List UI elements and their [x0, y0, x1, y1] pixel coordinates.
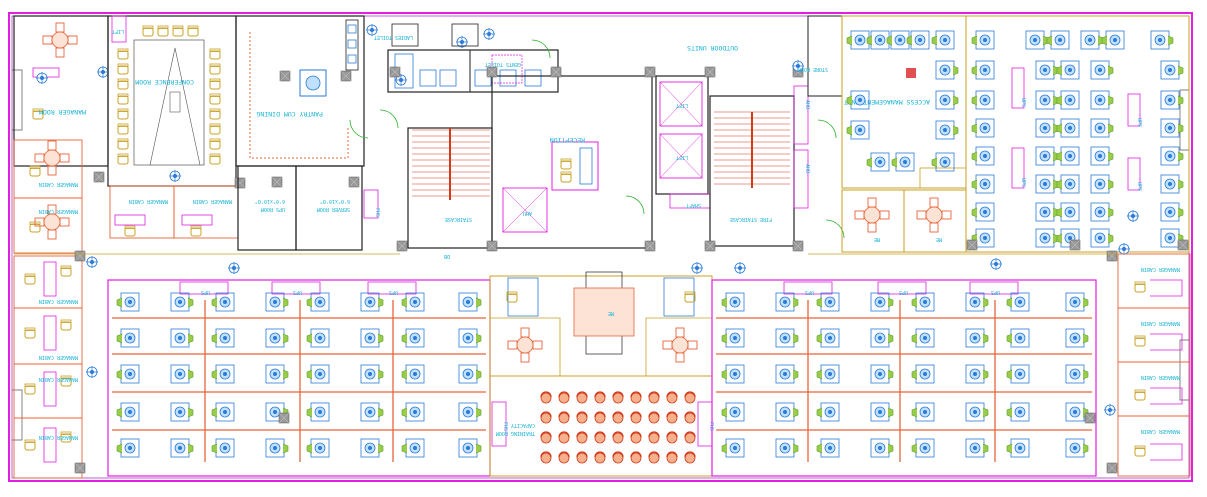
training-room: FHS FHS CAPACITY TRAINING ROOM — [489, 375, 714, 477]
cabin-label-4: MANAGER CABIN — [193, 198, 232, 204]
training-capacity-label: CAPACITY — [511, 422, 535, 428]
cabin-label-11: MANAGER CABIN — [1141, 374, 1180, 380]
ups-label-tr2: UPS — [1020, 178, 1026, 187]
fhs-label-3: FHS — [708, 422, 714, 431]
pantry-label: PANTRY CUM DINING — [256, 110, 323, 118]
ups-label-br1: UPS — [805, 289, 814, 295]
ahu-label-2: AHU — [804, 100, 810, 109]
ups-label-bl3: UPS — [389, 289, 398, 295]
lift-label-2: LIFT — [676, 154, 688, 160]
ups-room-label: UPS ROOM — [261, 206, 285, 212]
manager-room-label: MANAGER ROOM — [39, 108, 86, 116]
cabin-label-5: MANAGER CABIN — [39, 298, 78, 304]
reception-label: RECEPTION — [550, 136, 585, 144]
ahu-label-3: AHU — [804, 164, 810, 173]
ups-label-tr3: UPS — [1136, 118, 1142, 127]
gents-toilet-label: GENTS TOILET — [485, 61, 521, 67]
core: LADIES TOILET GENTS TOILET STAIRCASE REC… — [349, 23, 845, 259]
pantry: PANTRY CUM DINING — [235, 15, 379, 167]
cabin-label-10: MANAGER CABIN — [1141, 320, 1180, 326]
ups-server-rooms: UPS ROOM 6'0"x10'0" SERVER ROOM 6'0"x10'… — [237, 165, 380, 251]
me-label-3: ME — [608, 310, 614, 316]
conference-room-label: CONFERENCE ROOM — [135, 78, 194, 86]
access-unit-label: ACCESS MANAGEMENT UNIT — [844, 98, 930, 106]
ups-size-label: 6'0"x10'0" — [255, 198, 285, 204]
fhs-label-1: FHS — [374, 208, 380, 217]
staircase-label-1: STAIRCASE — [445, 216, 472, 222]
cabin-label-6: MANAGER CABIN — [39, 354, 78, 360]
conference-room: LIFT CONFERENCE ROOM — [107, 15, 237, 187]
ahu-label: AHU — [523, 210, 532, 216]
fhs-label-2: FHS — [502, 422, 508, 431]
server-room-label: SERVER ROOM — [317, 206, 350, 212]
manager-room: MANAGER ROOM — [13, 15, 110, 167]
open-office-bottom-left: UPS UPS UPS — [107, 261, 491, 477]
access-management-unit: ACCESS MANAGEMENT UNIT — [841, 15, 967, 189]
lift-label: LIFT — [112, 28, 124, 34]
ups-label-br2: UPS — [899, 289, 908, 295]
right-meeting-lounges: ME ME — [841, 189, 967, 253]
ups-label-tr4: UPS — [1136, 182, 1142, 191]
open-office-bottom-right: UPS UPS UPS — [711, 261, 1097, 477]
central-lounge: ME — [489, 261, 713, 377]
cabin-label-12: MANAGER CABIN — [1141, 428, 1180, 434]
cabin-label-2: MANAGER CABIN — [39, 208, 78, 214]
ups-label-bl1: UPS — [201, 289, 210, 295]
me-label-2: ME — [936, 236, 942, 242]
shaft-label: SHAFT — [686, 202, 701, 208]
left-manager-cabins-top: MANAGER CABIN MANAGER CABIN MANAGER CABI… — [13, 139, 246, 254]
lift-label-1: LIFT — [676, 102, 688, 108]
db-label: DB — [444, 253, 450, 259]
left-manager-cabins-bottom: MANAGER CABIN MANAGER CABIN MANAGER CABI… — [13, 250, 99, 479]
cabin-label-8: MANAGER CABIN — [39, 434, 78, 440]
cabin-label-1: MANAGER CABIN — [39, 181, 78, 187]
server-size-label: 6'0"x10'0" — [320, 198, 350, 204]
right-manager-cabins: MANAGER CABIN MANAGER CABIN MANAGER CABI… — [1103, 250, 1191, 477]
store-room-label: STORE ROOM — [798, 66, 828, 72]
ups-label-br3: UPS — [991, 289, 1000, 295]
cabin-label-9: MANAGER CABIN — [1141, 266, 1180, 272]
cabin-label-3: MANAGER CABIN — [129, 198, 168, 204]
store-room: STORE ROOM — [791, 15, 843, 97]
training-seats — [540, 391, 696, 464]
cabin-label-7: MANAGER CABIN — [39, 376, 78, 382]
ups-label-tr1: UPS — [1020, 98, 1026, 107]
training-room-label: TRAINING ROOM — [496, 430, 535, 436]
fire-staircase-label: FIRE STAIRCASE — [730, 216, 772, 222]
me-label-1: ME — [874, 236, 880, 242]
open-office-top-right: UPS UPS UPS UPS — [965, 15, 1190, 271]
facade-recesses — [12, 69, 1189, 441]
ups-label-bl2: UPS — [293, 289, 302, 295]
outdoor-units-label: OUTDOOR UNITS — [687, 44, 738, 52]
ladies-toilet-label: LADIES TOILET — [374, 34, 413, 40]
conference-chairs — [117, 25, 221, 165]
